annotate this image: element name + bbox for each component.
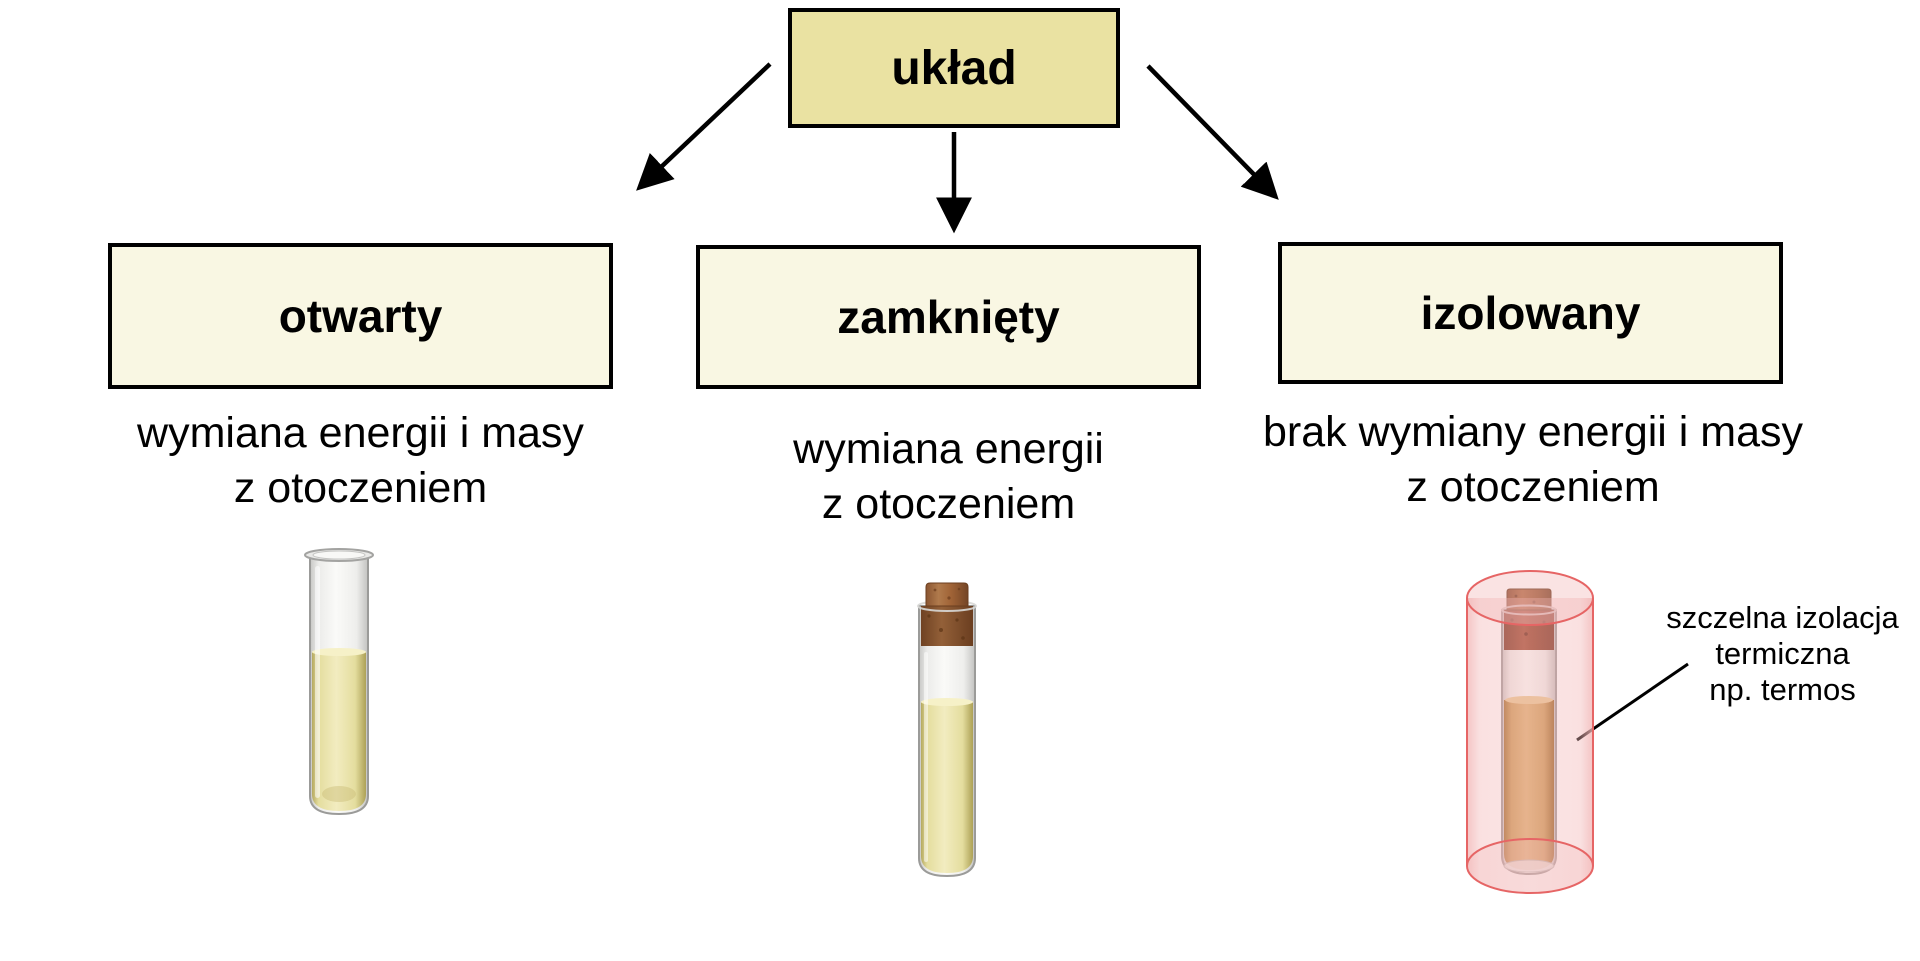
cork-speckle bbox=[939, 628, 943, 632]
tube-bottom-shade bbox=[322, 786, 356, 802]
thermos-annotation: szczelna izolacja termiczna np. termos bbox=[1645, 600, 1920, 708]
desc-line: z otoczeniem bbox=[1406, 463, 1660, 511]
branch-desc-izolowany: brak wymiany energii i masy z otoczeniem bbox=[1253, 405, 1813, 515]
yellow-liquid bbox=[312, 652, 366, 811]
branch-box-zamkniety: zamknięty bbox=[696, 245, 1201, 389]
arrow-to-izolowany bbox=[1146, 64, 1279, 200]
annotation-line: np. termos bbox=[1709, 672, 1856, 707]
corked-test-tube-illustration bbox=[917, 582, 977, 878]
root-box: układ bbox=[788, 8, 1120, 128]
annotation-line: szczelna izolacja bbox=[1666, 600, 1899, 635]
branch-label-zamkniety: zamknięty bbox=[837, 291, 1060, 343]
cork-stopper-cap bbox=[925, 582, 969, 607]
yellow-liquid bbox=[921, 702, 973, 873]
arrow-to-otwarty bbox=[636, 62, 772, 191]
root-box-label: układ bbox=[891, 41, 1017, 95]
corked-test-tube-in-thermos-illustration bbox=[1466, 570, 1594, 894]
liquid-surface bbox=[312, 648, 366, 656]
branch-desc-otwarty: wymiana energii i masy z otoczeniem bbox=[58, 406, 663, 516]
desc-line: brak wymiany energii i masy bbox=[1262, 408, 1804, 456]
branch-box-izolowany: izolowany bbox=[1278, 242, 1783, 384]
cork-inside-tube bbox=[921, 606, 973, 646]
glass-highlight bbox=[315, 566, 320, 798]
cork-speckle bbox=[927, 614, 931, 618]
glass-highlight bbox=[924, 652, 928, 862]
desc-line: z otoczeniem bbox=[821, 480, 1076, 528]
cork-speckle bbox=[933, 588, 937, 592]
branch-box-otwarty: otwarty bbox=[108, 243, 613, 389]
thermos-top-ellipse bbox=[1466, 570, 1594, 626]
liquid-surface bbox=[921, 698, 973, 706]
cork-speckle bbox=[957, 587, 961, 591]
branch-desc-zamkniety: wymiana energii z otoczeniem bbox=[646, 422, 1251, 532]
cork-speckle bbox=[961, 636, 965, 640]
branch-label-otwarty: otwarty bbox=[278, 290, 443, 342]
thermos-cylinder-body bbox=[1467, 598, 1593, 893]
cork-speckle bbox=[1514, 594, 1518, 598]
desc-line: z otoczeniem bbox=[233, 464, 488, 512]
thermos-bottom-ellipse bbox=[1466, 838, 1594, 894]
cork-speckle bbox=[947, 596, 951, 600]
open-test-tube-illustration bbox=[304, 548, 374, 816]
tube-opening bbox=[312, 550, 366, 560]
desc-line: wymiana energii bbox=[793, 425, 1104, 473]
desc-line: wymiana energii i masy bbox=[137, 409, 584, 457]
cork-speckle bbox=[955, 618, 959, 622]
branch-label-izolowany: izolowany bbox=[1420, 287, 1641, 339]
annotation-line: termiczna bbox=[1715, 636, 1850, 671]
